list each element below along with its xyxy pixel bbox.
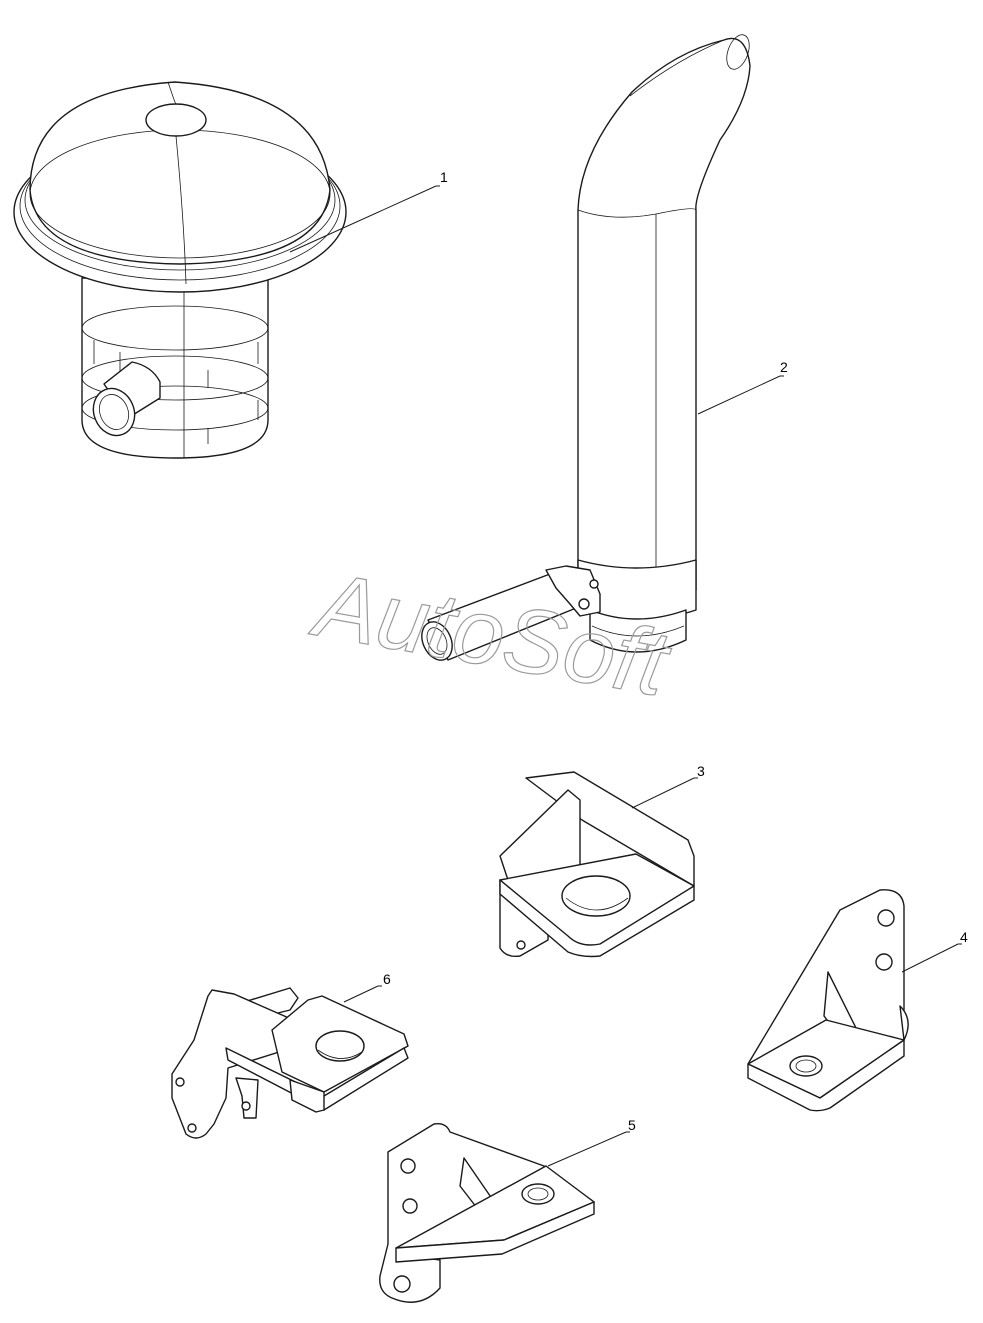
callout-1: 1 <box>440 169 448 185</box>
callout-5: 5 <box>628 1117 636 1133</box>
bracket-part-6 <box>171 987 409 1139</box>
callout-4: 4 <box>960 929 968 945</box>
callout-6: 6 <box>383 971 391 987</box>
air-cleaner-part <box>13 81 347 459</box>
callout-2: 2 <box>780 359 788 375</box>
intake-pipe-part <box>421 34 751 661</box>
callout-3: 3 <box>697 763 705 779</box>
bracket-part-5 <box>379 1122 595 1303</box>
bracket-part-3 <box>499 771 695 958</box>
bracket-part-4 <box>747 889 909 1112</box>
